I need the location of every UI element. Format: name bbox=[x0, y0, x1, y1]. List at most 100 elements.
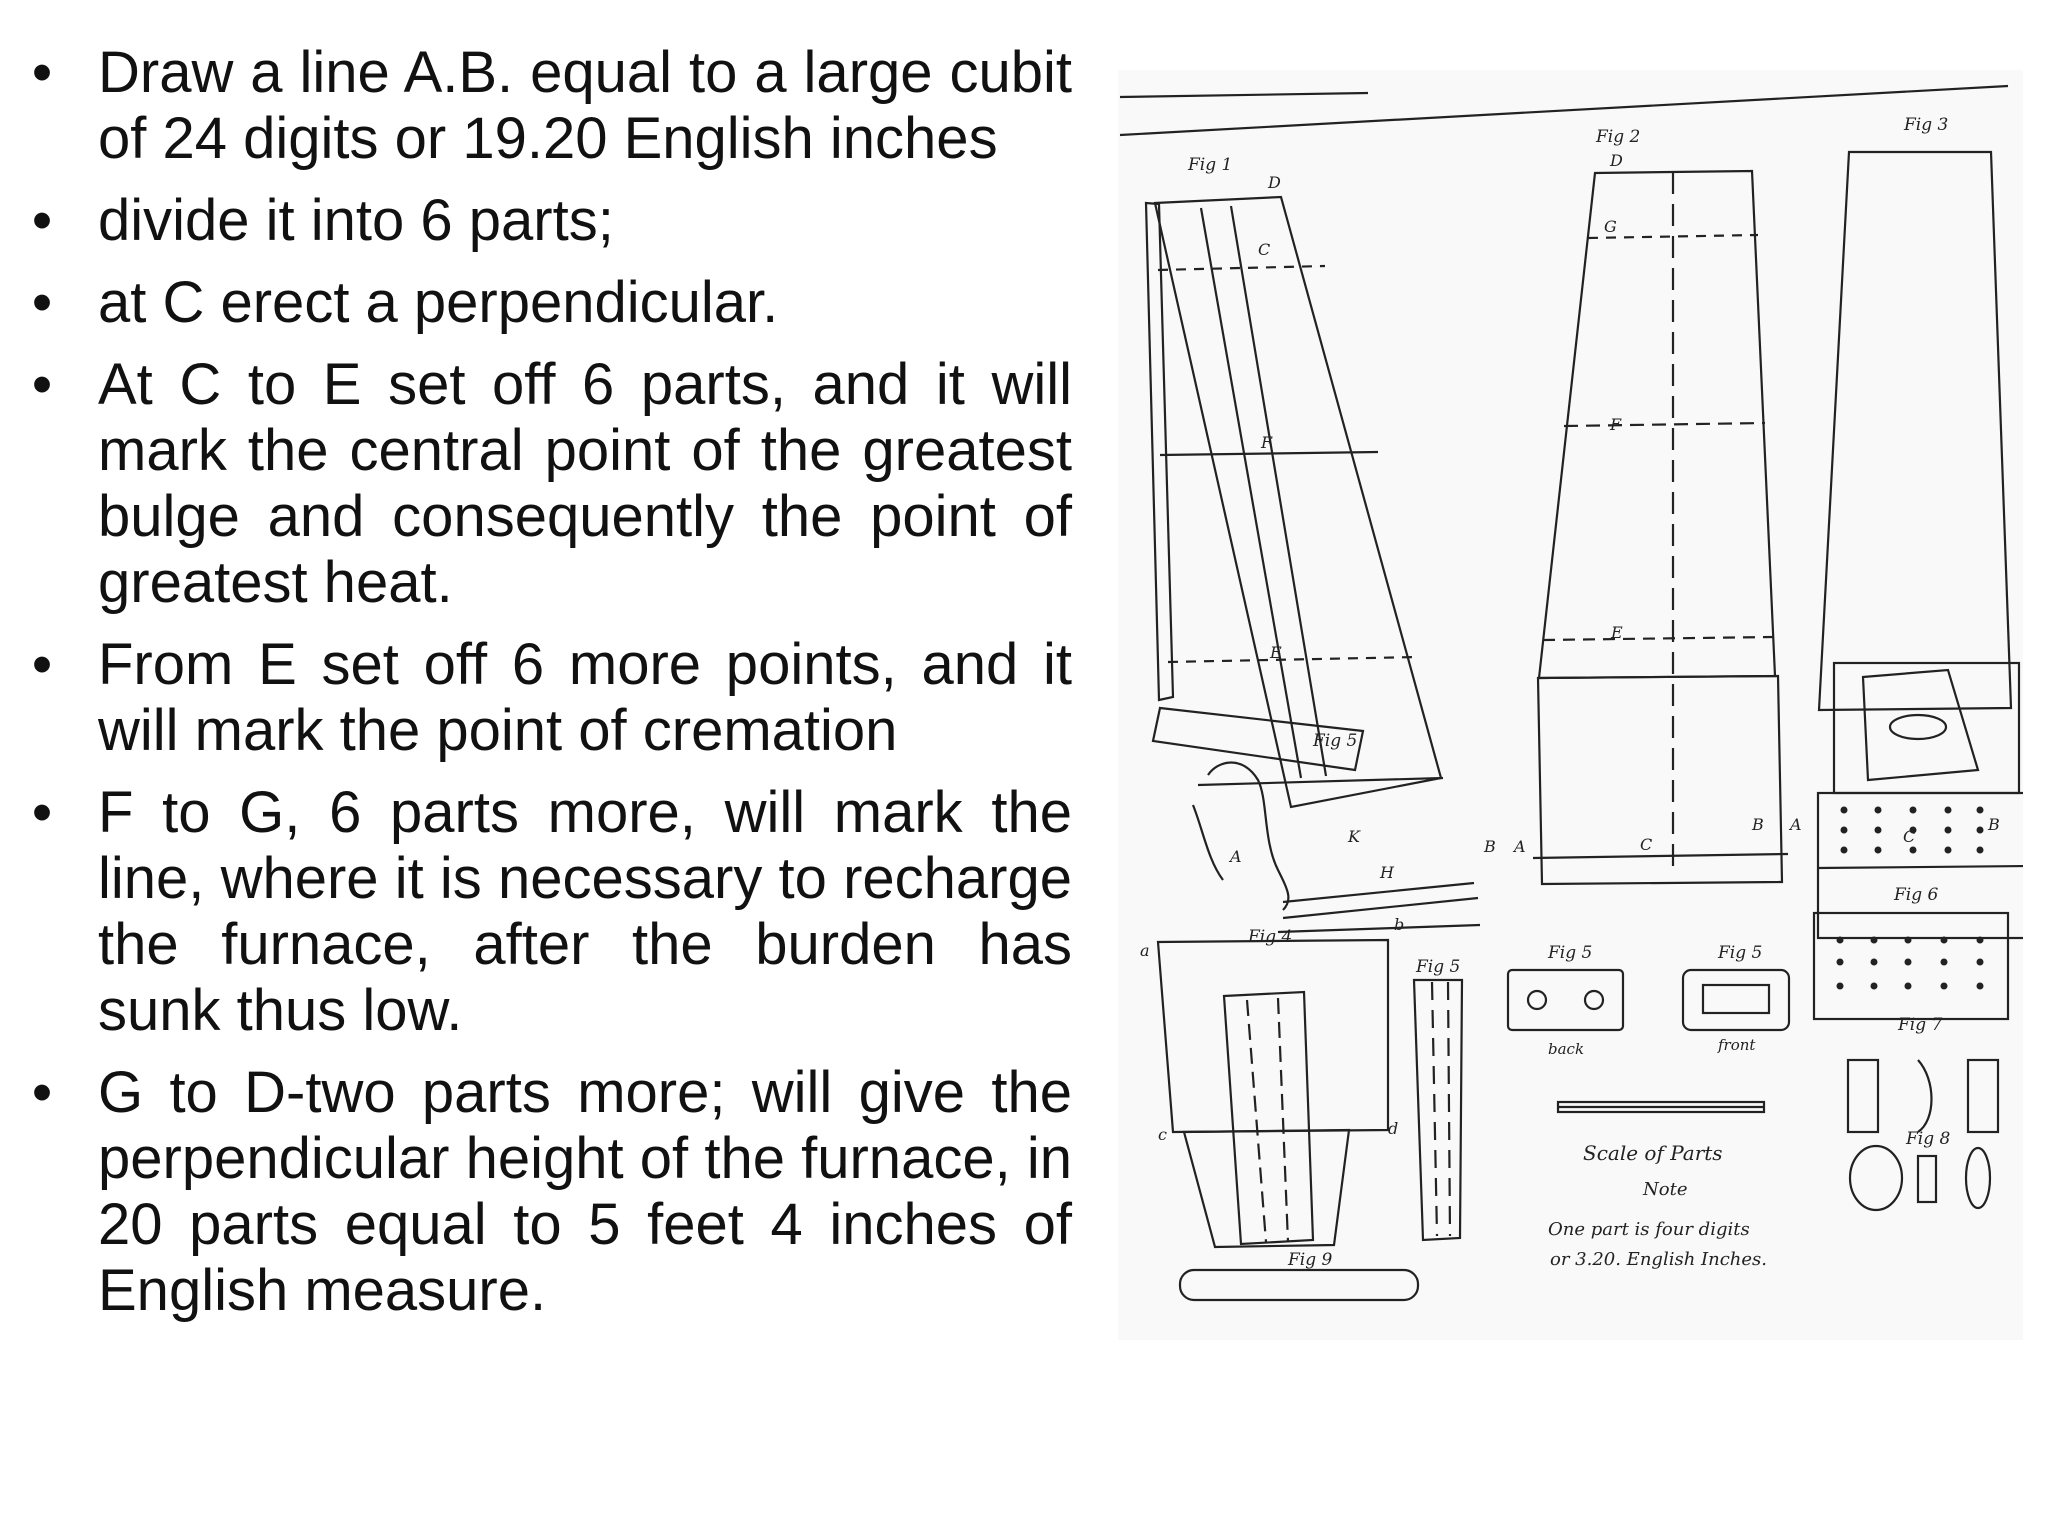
fig5-bar-axis bbox=[1430, 981, 1439, 1237]
scale-title: Scale of Parts bbox=[1583, 1141, 1723, 1165]
point-label: a bbox=[1140, 941, 1150, 960]
fig5-front-label: front bbox=[1717, 1036, 1756, 1054]
fig7-part bbox=[1917, 1059, 1933, 1133]
fig5-back-hole bbox=[1526, 989, 1548, 1011]
top-rule-line bbox=[1119, 84, 2009, 137]
furnace-drawing-svg: Fig 1 Fig 2 Fig 3 Fig 4 Fig 5 Fig 5 Fig … bbox=[1118, 70, 2023, 1340]
point-label: A bbox=[1512, 837, 1526, 856]
fig2-division-line bbox=[1563, 421, 1766, 428]
bullet-text: At C to E set off 6 parts, and it will m… bbox=[98, 352, 1072, 615]
point-label: B bbox=[1987, 815, 2000, 834]
furnace-drawing: Fig 1 Fig 2 Fig 3 Fig 4 Fig 5 Fig 5 Fig … bbox=[1118, 70, 2023, 1340]
text-panel: • Draw a line A.B. equal to a large cubit… bbox=[22, 40, 1072, 1340]
fig3-crucible bbox=[1861, 668, 1980, 782]
point-label: d bbox=[1388, 1119, 1398, 1138]
point-label: F bbox=[1260, 433, 1273, 452]
fig2-base-line bbox=[1532, 852, 1789, 860]
note-line: One part is four digits bbox=[1548, 1219, 1750, 1240]
fig5-front-window bbox=[1701, 983, 1771, 1015]
bullet-list: • Draw a line A.B. equal to a large cubit… bbox=[22, 40, 1072, 1324]
fig4-funnel bbox=[1182, 1128, 1351, 1249]
fig6-dots bbox=[1836, 936, 1984, 990]
bullet-item: • at C erect a perpendicular. bbox=[22, 270, 1072, 336]
point-label: A bbox=[1788, 815, 1802, 834]
point-label: G bbox=[1604, 217, 1617, 236]
point-label: C bbox=[1258, 240, 1270, 259]
fig8-part bbox=[1848, 1144, 1904, 1212]
bullet-text: G to D-two parts more; will give the per… bbox=[98, 1060, 1072, 1323]
fig1-hearth-line bbox=[1282, 881, 1475, 904]
top-rule-line bbox=[1119, 91, 1369, 99]
point-label: D bbox=[1267, 173, 1281, 192]
fig2-hearth bbox=[1536, 674, 1784, 886]
fig4-inner bbox=[1222, 990, 1315, 1246]
bullet-dot: • bbox=[31, 270, 53, 335]
bullet-item: • divide it into 6 parts; bbox=[22, 188, 1072, 254]
point-label: C bbox=[1640, 835, 1652, 854]
fig-label: Fig 6 bbox=[1893, 885, 1939, 905]
fig1-base-line bbox=[1282, 896, 1479, 920]
fig9-bar bbox=[1178, 1268, 1420, 1302]
fig2-division-line bbox=[1542, 635, 1774, 642]
fig1-axis-line bbox=[1199, 207, 1303, 779]
fig6-plate bbox=[1812, 911, 2010, 1021]
bullet-dot: • bbox=[31, 188, 53, 253]
bullet-dot: • bbox=[31, 1060, 53, 1125]
fig5-back-label: back bbox=[1548, 1040, 1584, 1058]
fig5-front bbox=[1681, 968, 1791, 1032]
bullet-dot: • bbox=[31, 632, 53, 697]
fig5-bar-axis bbox=[1446, 981, 1452, 1237]
fig5-bar bbox=[1412, 978, 1464, 1242]
bullet-text: divide it into 6 parts; bbox=[98, 188, 614, 253]
point-label: E bbox=[1269, 643, 1282, 662]
fig3-hearth bbox=[1816, 791, 2023, 940]
fig7-part bbox=[1966, 1058, 2000, 1134]
point-label: C bbox=[1903, 827, 1915, 846]
point-label: E bbox=[1610, 623, 1623, 642]
fig7-part bbox=[1846, 1058, 1880, 1134]
fig1-base-line bbox=[1197, 776, 1444, 787]
fig1-division-line bbox=[1167, 655, 1419, 664]
bullet-text: at C erect a perpendicular. bbox=[98, 270, 779, 335]
fig-label: Fig 5 bbox=[1415, 957, 1460, 977]
bullet-item: • G to D-two parts more; will give the pe… bbox=[22, 1060, 1072, 1324]
fig-label: Fig 3 bbox=[1903, 115, 1948, 135]
fig-label: Fig 7 bbox=[1897, 1015, 1943, 1035]
point-label: B bbox=[1751, 815, 1764, 834]
fig3-hearth-dots bbox=[1840, 806, 1984, 854]
fig1-tuyere-part bbox=[1151, 706, 1365, 772]
bullet-dot: • bbox=[31, 352, 53, 417]
fig1-base-line bbox=[1277, 923, 1481, 934]
fig4-axis-line bbox=[1245, 999, 1268, 1243]
fig8-part bbox=[1916, 1154, 1938, 1204]
point-label: D bbox=[1609, 151, 1623, 170]
fig3-hearth-line bbox=[1817, 864, 2023, 870]
point-label: A bbox=[1228, 847, 1242, 866]
fig1-left-strip bbox=[1144, 201, 1175, 702]
fig-label: Fig 1 bbox=[1187, 155, 1232, 175]
note-title: Note bbox=[1642, 1179, 1687, 1200]
point-label: K bbox=[1347, 827, 1361, 846]
fig-label: Fig 8 bbox=[1905, 1129, 1951, 1149]
point-label: c bbox=[1158, 1125, 1167, 1144]
note-line: or 3.20. English Inches. bbox=[1550, 1249, 1767, 1270]
fig-label: Fig 9 bbox=[1287, 1250, 1333, 1270]
bullet-item: •Draw a line A.B. equal to a large cubit… bbox=[22, 40, 1072, 172]
fig3-outline bbox=[1817, 150, 2013, 712]
fig-label: Fig 5 bbox=[1717, 943, 1762, 963]
point-label: B bbox=[1483, 837, 1496, 856]
bullet-text: Draw a line A.B. equal to a large cubit … bbox=[98, 40, 1072, 171]
fig8-part bbox=[1964, 1146, 1992, 1210]
point-label: F bbox=[1609, 415, 1622, 434]
fig4-outline bbox=[1156, 938, 1390, 1134]
bullet-item: •F to G, 6 parts more, will mark the lin… bbox=[22, 780, 1072, 1044]
fig1-axis-line bbox=[1229, 205, 1328, 777]
fig1-hearth-curve bbox=[1207, 761, 1290, 911]
bullet-item: •From E set off 6 more points, and it wi… bbox=[22, 632, 1072, 764]
point-label: H bbox=[1379, 863, 1395, 882]
point-label: b bbox=[1394, 915, 1404, 934]
fig-label: Fig 4 bbox=[1247, 927, 1292, 947]
bullet-text: F to G, 6 parts more, will mark the line… bbox=[98, 780, 1072, 1043]
fig5-back-hole bbox=[1583, 989, 1605, 1011]
fig3-opening bbox=[1888, 713, 1948, 741]
